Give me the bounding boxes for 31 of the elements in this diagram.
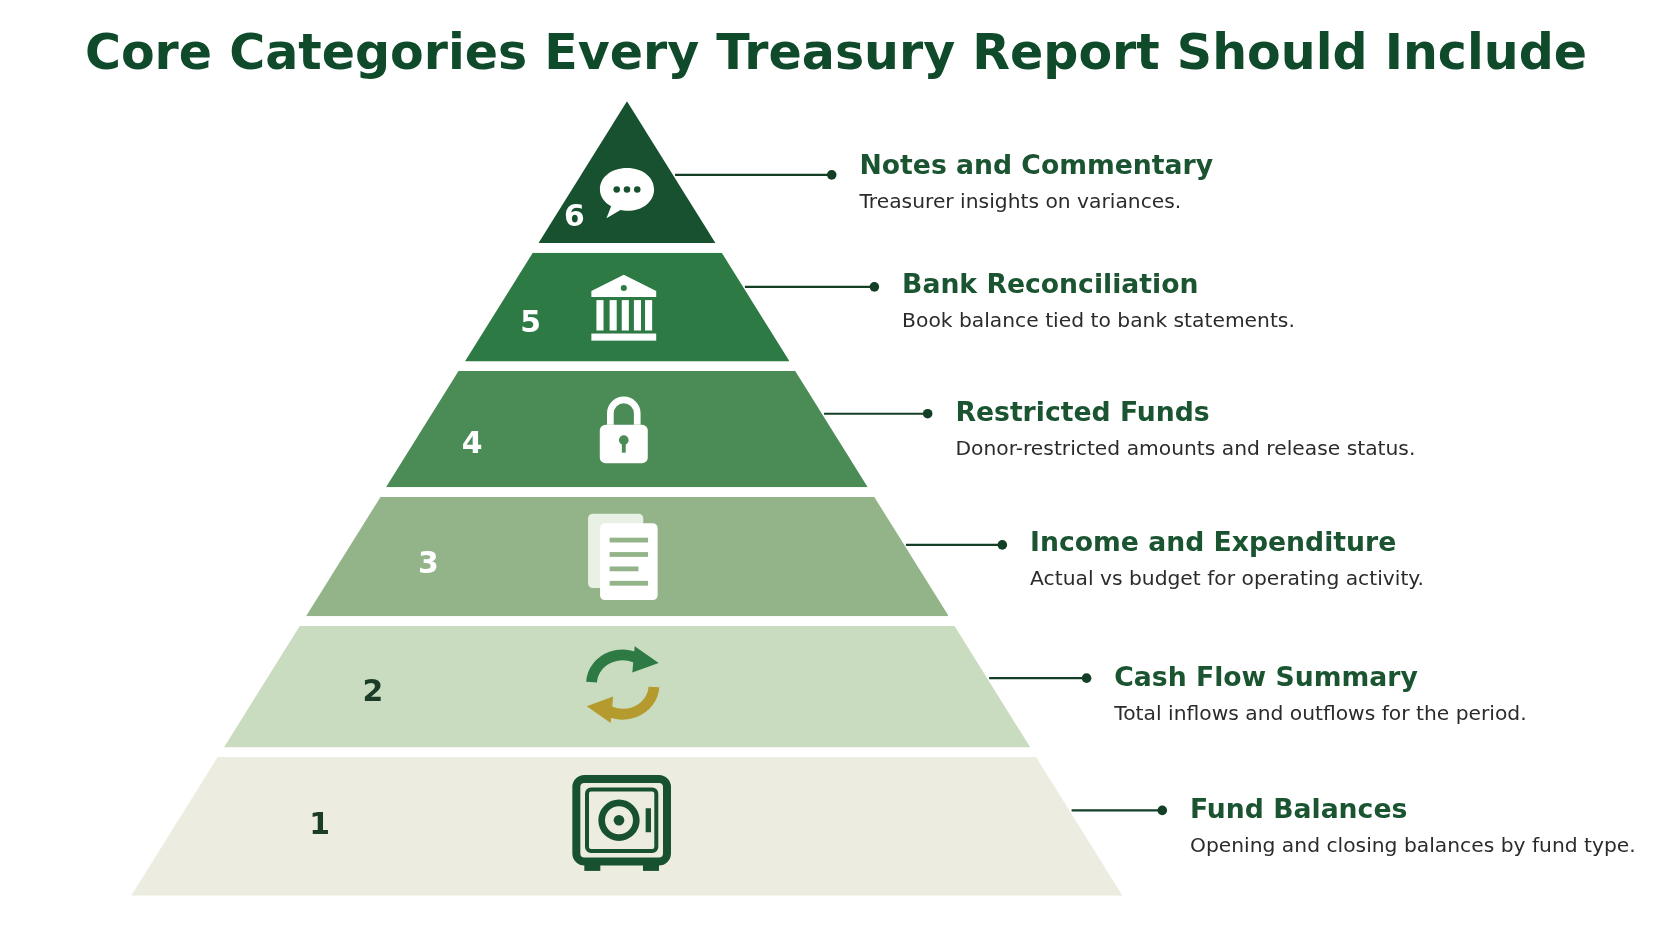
pyramid-tier xyxy=(223,625,1031,748)
category-description: Donor-restricted amounts and release status. xyxy=(955,436,1416,460)
pyramid-apex xyxy=(538,101,716,244)
title: Core Categories Every Treasury Report Should Include xyxy=(83,23,1589,82)
tier-number: 2 xyxy=(362,672,384,708)
leader-line xyxy=(675,170,837,180)
category-heading: Fund Balances xyxy=(1190,793,1409,825)
category-description: Actual vs budget for operating activity. xyxy=(1030,566,1424,590)
pyramid-tier xyxy=(386,371,868,488)
category-heading: Income and Expenditure xyxy=(1030,526,1398,558)
category-heading: Bank Reconciliation xyxy=(902,268,1200,300)
category-description: Total inflows and outflows for the period. xyxy=(1114,700,1527,724)
category-description: Book balance tied to bank statements. xyxy=(902,308,1295,332)
leader-line xyxy=(824,408,933,419)
pyramid-tier xyxy=(305,496,949,617)
leader-line xyxy=(744,282,880,292)
category-heading: Cash Flow Summary xyxy=(1114,661,1419,693)
leader-line xyxy=(989,673,1092,683)
tier-number: 5 xyxy=(520,303,542,340)
category-heading: Notes and Commentary xyxy=(859,149,1214,181)
leader-line xyxy=(905,540,1008,550)
pyramid-tier xyxy=(131,757,1123,896)
tier-number: 6 xyxy=(564,198,585,234)
category-description: Opening and closing balances by fund type. xyxy=(1190,832,1636,857)
category-heading: Restricted Funds xyxy=(955,396,1211,428)
tier-number: 3 xyxy=(417,544,439,581)
category-description: Treasurer insights on variances. xyxy=(859,188,1183,213)
tier-number: 1 xyxy=(309,806,330,842)
tier-number: 4 xyxy=(461,425,483,461)
leader-line xyxy=(1071,805,1168,816)
pyramid-tier xyxy=(464,252,790,362)
